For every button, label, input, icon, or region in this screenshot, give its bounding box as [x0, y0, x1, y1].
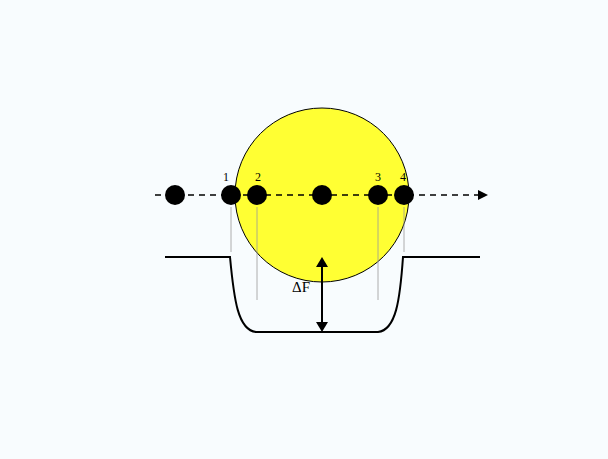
depth-arrow — [321, 266, 323, 323]
light-curve — [165, 257, 480, 332]
guide-lines — [231, 207, 404, 300]
depth-arrowhead — [316, 322, 328, 332]
callout-number: 4 — [400, 171, 406, 183]
star-disk — [235, 108, 409, 282]
flux-drop-label: ΔF — [292, 280, 310, 295]
path-arrowhead — [478, 190, 488, 200]
callout-number: 2 — [255, 171, 261, 183]
callout-number: 1 — [223, 171, 229, 183]
callout-number: 3 — [375, 171, 381, 183]
depth-arrowhead — [316, 257, 328, 267]
planet-positions — [165, 185, 414, 205]
